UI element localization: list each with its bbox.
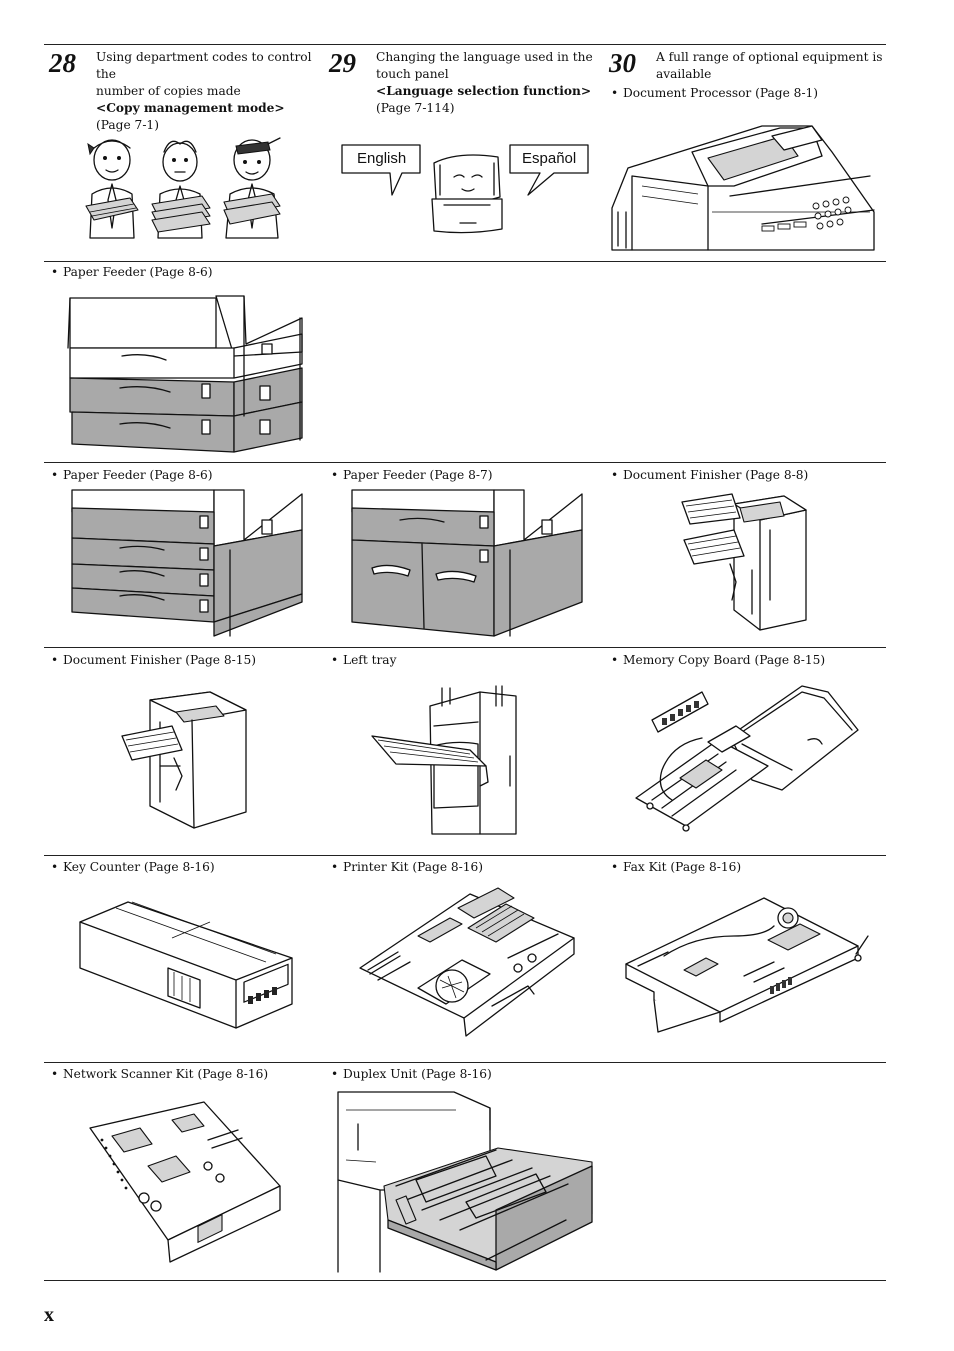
- document-finisher-compact-illustration: [121, 691, 247, 829]
- page-reference: (Page 7-1): [96, 118, 159, 132]
- option-fax-kit: •Fax Kit (Page 8-16): [611, 860, 742, 874]
- key-counter-illustration: [79, 901, 293, 1029]
- document-processor-illustration: [611, 125, 875, 251]
- paper-feeder-large-capacity-illustration: [351, 489, 583, 637]
- feature-function-name: <Language selection function>: [376, 84, 592, 98]
- feature-description: Using department codes to control the nu…: [96, 49, 324, 134]
- feature-number: 29: [329, 48, 356, 78]
- network-scanner-kit-illustration: [89, 1101, 281, 1263]
- language-bubble-english: English: [357, 150, 407, 167]
- feature-description: A full range of optional equipment is av…: [656, 50, 883, 81]
- printer-kit-illustration: [359, 887, 575, 1037]
- option-document-finisher: •Document Finisher (Page 8-15): [51, 653, 256, 667]
- section-divider: [44, 855, 886, 856]
- bottom-rule: [44, 1280, 886, 1281]
- language-robot-illustration: [341, 144, 589, 234]
- page-number: x: [44, 1304, 54, 1326]
- feature-function-name: <Copy management mode>: [96, 101, 285, 115]
- option-left-tray: •Left tray: [331, 653, 397, 667]
- section-divider: [44, 1062, 886, 1063]
- language-bubble-espanol: Español: [522, 150, 577, 167]
- memory-copy-board-illustration: [635, 685, 859, 832]
- paper-feeder-three-tray-illustration: [71, 489, 303, 637]
- feature-number: 28: [49, 48, 76, 78]
- duplex-unit-illustration: [337, 1091, 593, 1273]
- feature-number: 30: [609, 48, 636, 78]
- option-document-processor: •Document Processor (Page 8-1): [611, 86, 819, 100]
- option-paper-feeder: •Paper Feeder (Page 8-7): [331, 468, 493, 482]
- fax-kit-illustration: [625, 897, 869, 1033]
- option-paper-feeder: •Paper Feeder (Page 8-6): [51, 468, 213, 482]
- option-duplex-unit: •Duplex Unit (Page 8-16): [331, 1067, 492, 1081]
- section-divider: [44, 647, 886, 648]
- page-reference: (Page 7-114): [376, 101, 455, 115]
- three-operators-illustration: [85, 137, 281, 239]
- document-finisher-illustration: [681, 493, 807, 631]
- section-divider: [44, 261, 886, 262]
- paper-feeder-large-illustration: [67, 295, 303, 453]
- left-tray-illustration: [371, 685, 517, 835]
- option-document-finisher: •Document Finisher (Page 8-8): [611, 468, 809, 482]
- option-memory-copy-board: •Memory Copy Board (Page 8-15): [611, 653, 826, 667]
- section-divider: [44, 462, 886, 463]
- feature-description: Changing the language used in the touch …: [376, 49, 604, 117]
- option-paper-feeder: •Paper Feeder (Page 8-6): [51, 265, 213, 279]
- option-printer-kit: •Printer Kit (Page 8-16): [331, 860, 484, 874]
- option-network-scanner-kit: •Network Scanner Kit (Page 8-16): [51, 1067, 269, 1081]
- option-key-counter: •Key Counter (Page 8-16): [51, 860, 215, 874]
- top-rule: [44, 44, 886, 45]
